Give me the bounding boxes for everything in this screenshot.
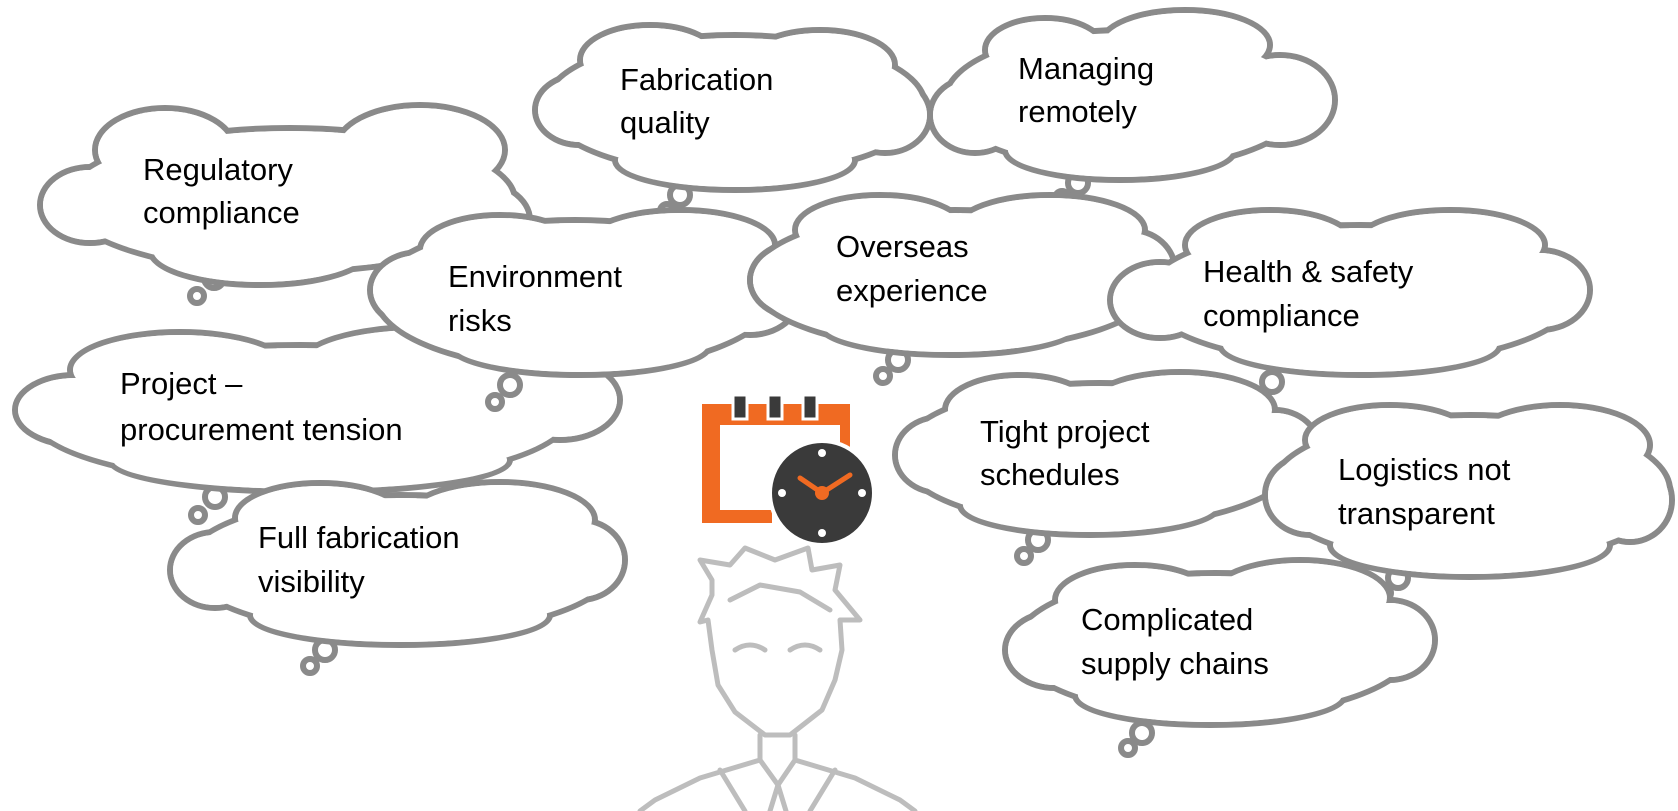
thought-bubble-project-procurement-tension: Project – procurement tension [12,324,623,525]
cloud-label-line: Logistics not [1338,452,1511,487]
cloud-label-line: schedules [980,457,1120,492]
cloud-label-line: procurement tension [120,412,403,447]
thought-bubble-environment-risks: Environment risks [367,207,803,412]
cloud-shape-fill [43,108,527,282]
calendar-icon [702,393,850,523]
thought-trail [1118,720,1155,758]
cloud-shape-fill [373,213,797,372]
thought-bubble-full-fabrication-visibility: Full fabrication visibility [167,479,628,676]
cloud-label-line: Environment [448,259,622,294]
cloud-label-line: Complicated [1081,602,1253,637]
cloud-label-line: risks [448,303,512,338]
cloud-shape-fill [1113,213,1587,372]
cloud-label-line: Regulatory [143,152,293,187]
clock-icon [768,439,876,547]
cloud-label-line: Project – [120,366,243,401]
cloud-shape-fill [1268,408,1669,574]
cloud-label-line: Managing [1018,51,1154,86]
cloud-label-line: compliance [1203,298,1360,333]
person-icon [637,545,918,811]
cloud-label-line: Overseas [836,229,969,264]
cloud-label-line: Health & safety [1203,254,1414,289]
thought-bubble-tight-project-schedules: Tight project schedules [892,369,1323,566]
cloud-shape-fill [933,13,1332,177]
thought-bubble-logistics-not-transparent: Logistics not transparent [1262,402,1675,603]
cloud-label-line: supply chains [1081,646,1269,681]
thought-trail [188,484,228,525]
cloud-label-line: compliance [143,195,300,230]
thought-trail [1014,527,1051,566]
thought-trail [485,372,523,412]
cloud-label-line: Full fabrication [258,520,460,555]
cloud-label-line: Fabrication [620,62,773,97]
cloud-shape-fill [538,28,927,187]
cloud-label-line: remotely [1018,94,1137,129]
cloud-label-line: transparent [1338,496,1495,531]
cloud-label-line: Tight project [980,414,1150,449]
cloud-label-line: experience [836,273,988,308]
cloud-label-line: visibility [258,564,365,599]
cloud-label-line: quality [620,105,710,140]
thought-bubble-regulatory-compliance: Regulatory compliance [37,102,533,306]
cloud-shape-fill [173,485,622,642]
cloud-shape-fill [1008,563,1432,722]
cloud-shape-fill [898,375,1317,532]
cloud-shape-fill [18,330,617,489]
thought-bubble-fabrication-quality: Fabrication quality [532,22,933,221]
thought-bubble-complicated-supply-chains: Complicated supply chains [1002,557,1438,758]
thought-trail [300,637,338,676]
thought-bubble-health-safety-compliance: Health & safety compliance [1107,207,1593,408]
thought-bubble-managing-remotely: Managing remotely [927,7,1338,208]
